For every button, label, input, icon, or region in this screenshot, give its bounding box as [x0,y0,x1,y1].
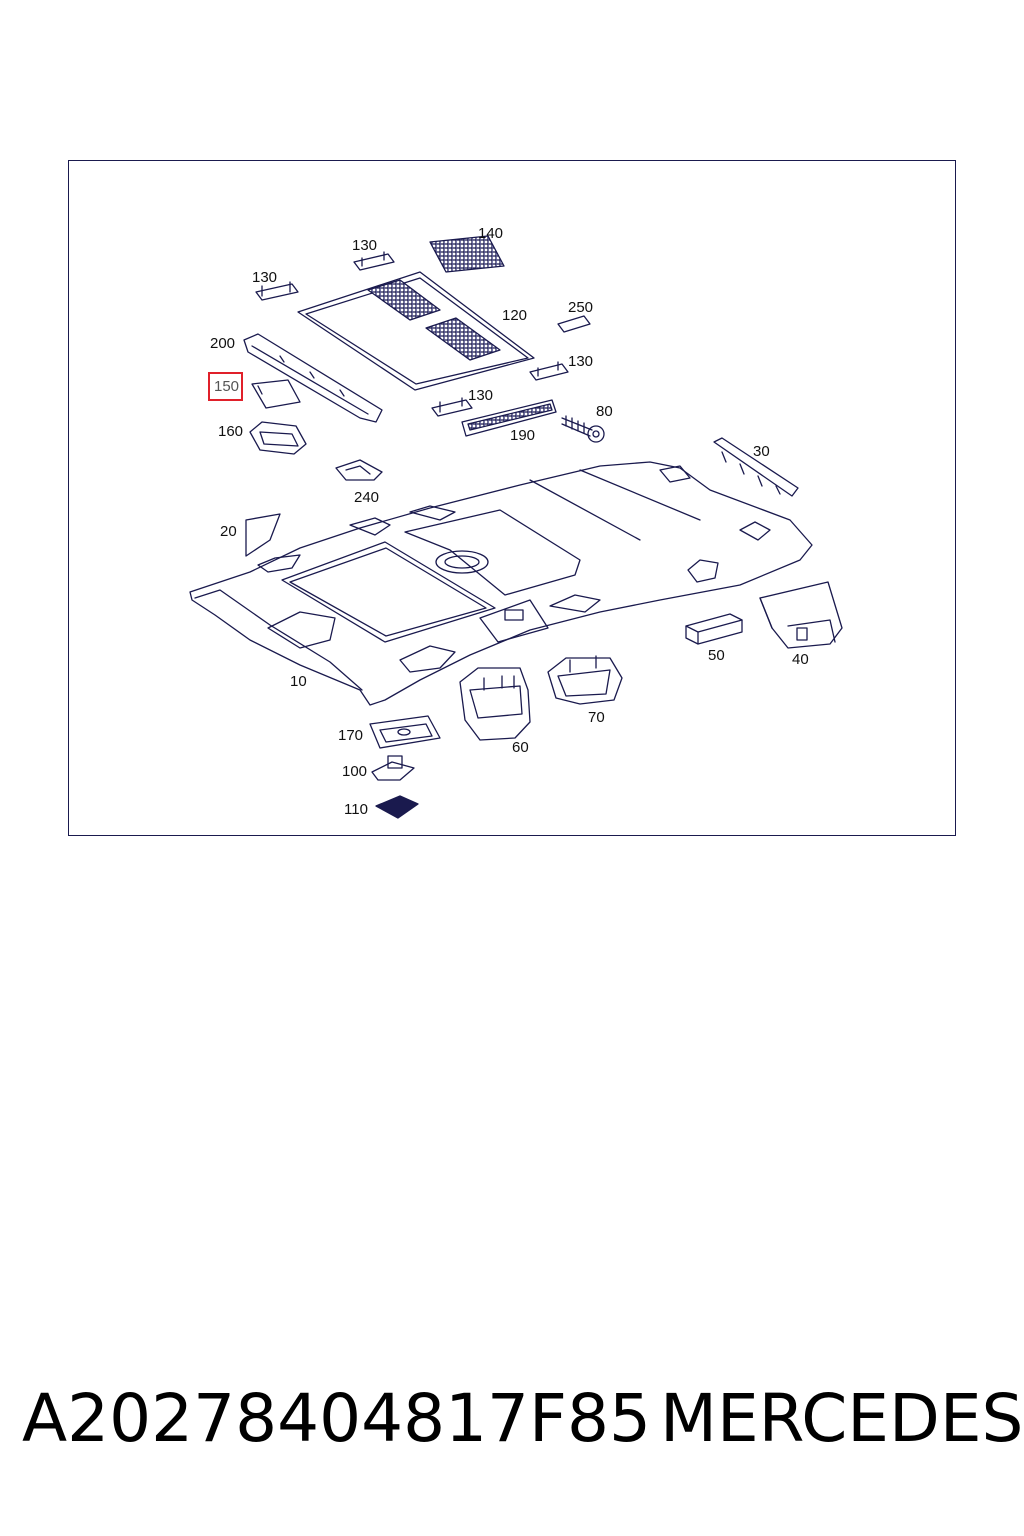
callout-170: 170 [338,727,364,744]
clip-part-130-c [529,361,569,381]
bracket-part-170 [369,715,441,749]
vent-bar-part-190 [461,399,557,437]
callout-40: 40 [792,651,809,668]
lamp-cover-part-160 [249,421,307,455]
callout-30: 30 [753,443,770,460]
callout-80: 80 [596,403,613,420]
callout-60: 60 [512,739,529,756]
callout-160: 160 [218,423,244,440]
cover-part-150 [251,379,301,409]
callout-50: 50 [708,647,725,664]
callout-140: 140 [478,225,504,242]
diagram-frame [68,160,956,836]
callout-150-highlighted: 150 [208,372,244,401]
pad-part-110 [375,795,419,819]
callout-130-d: 130 [468,387,494,404]
callout-200: 200 [210,335,236,352]
brand-name: MERCEDES [660,1380,1024,1457]
lamp-housing-part-70 [547,655,623,705]
callout-130-a: 130 [252,269,278,286]
callout-100: 100 [342,763,368,780]
part-footer: A20278404817F85 MERCEDES [0,1380,1024,1470]
callout-130-b: 130 [352,237,378,254]
panel-part-20 [245,513,281,557]
clip-part-100 [371,755,415,781]
callout-190: 190 [510,427,536,444]
clip-part-130-d [431,397,473,417]
block-part-50 [685,613,743,645]
bracket-part-240 [335,459,383,481]
headliner-part-10 [189,461,813,706]
callout-240: 240 [354,489,380,506]
roof-panel-part-120 [297,271,535,391]
strip-part-200 [243,333,383,423]
screw-part-80 [561,415,605,443]
grille-part-140 [429,235,505,273]
callout-10: 10 [290,673,307,690]
callout-20: 20 [220,523,237,540]
callout-70: 70 [588,709,605,726]
callout-130-c: 130 [568,353,594,370]
lamp-housing-part-60 [459,667,531,741]
callout-120: 120 [502,307,528,324]
part-number: A20278404817F85 [22,1380,651,1457]
callout-250: 250 [568,299,594,316]
clip-part-130-a [255,281,299,301]
tag-part-250 [557,315,591,333]
callout-110: 110 [344,801,368,818]
trim-strip-part-30 [713,437,799,497]
clip-part-130-b [353,251,395,271]
box-part-40 [759,581,843,649]
